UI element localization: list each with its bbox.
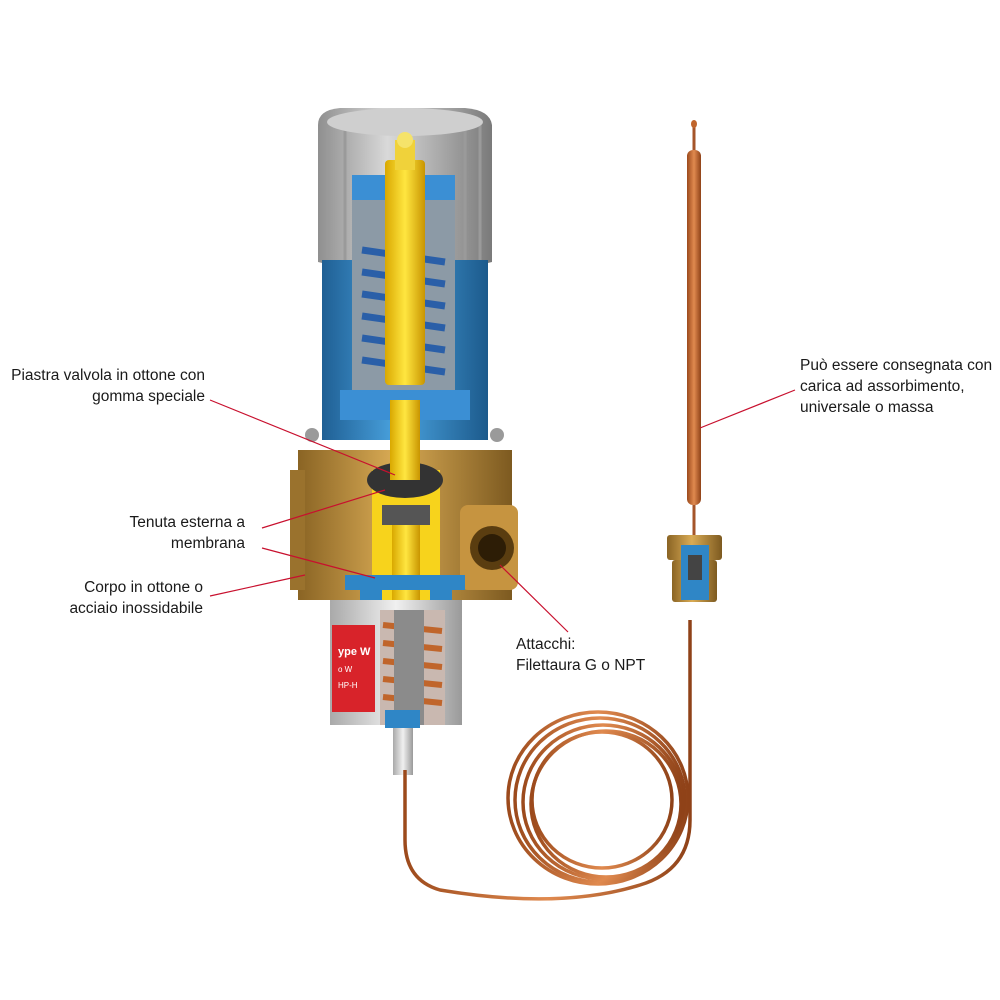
leader-valve-plate [209, 399, 396, 476]
callout-external-seal-line-2: membrana [170, 535, 245, 552]
callout-connections-line-2: Filettaura G o NPT [516, 657, 646, 674]
spring-housing [305, 132, 504, 442]
callout-body: Corpo in ottone o acciaio inossidabile [0, 577, 203, 619]
callout-charge-line-1: Può essere consegnata con [800, 357, 993, 374]
callout-valve-plate: Piastra valvola in ottone con gomma spec… [0, 365, 205, 407]
product-label-line-1: ype W [338, 646, 371, 658]
leader-charge [699, 389, 796, 429]
callout-valve-plate-line-1: Piastra valvola in ottone con [11, 367, 205, 384]
callout-charge-line-2: carica ad assorbimento, [800, 378, 965, 395]
callout-connections-line-1: Attacchi: [516, 636, 576, 653]
leader-body [209, 574, 306, 597]
callout-connections: Attacchi: Filettaura G o NPT [516, 634, 716, 676]
leader-connections [499, 564, 569, 633]
valve-assembly: ype W o W HP-H [290, 108, 518, 775]
threaded-port [460, 505, 518, 590]
sensor-bulb [667, 120, 722, 602]
bulb-fitting [667, 535, 722, 602]
bellows-housing: ype W o W HP-H [330, 600, 462, 775]
callout-body-line-1: Corpo in ottone o [84, 579, 203, 596]
product-label-line-3: HP-H [338, 681, 358, 690]
callout-external-seal: Tenuta esterna a membrana [40, 512, 245, 554]
leader-membrane [261, 547, 376, 579]
callout-charge-line-3: universale o massa [800, 399, 934, 416]
capillary-tube [403, 620, 692, 901]
callout-charge: Può essere consegnata con carica ad asso… [800, 355, 998, 418]
leader-external-seal [261, 489, 386, 529]
callout-body-line-2: acciaio inossidabile [69, 600, 203, 617]
product-label-line-2: o W [338, 665, 353, 674]
callout-valve-plate-line-2: gomma speciale [92, 388, 205, 405]
callout-external-seal-line-1: Tenuta esterna a [129, 514, 245, 531]
leader-lines [209, 389, 796, 633]
product-label [332, 625, 375, 712]
